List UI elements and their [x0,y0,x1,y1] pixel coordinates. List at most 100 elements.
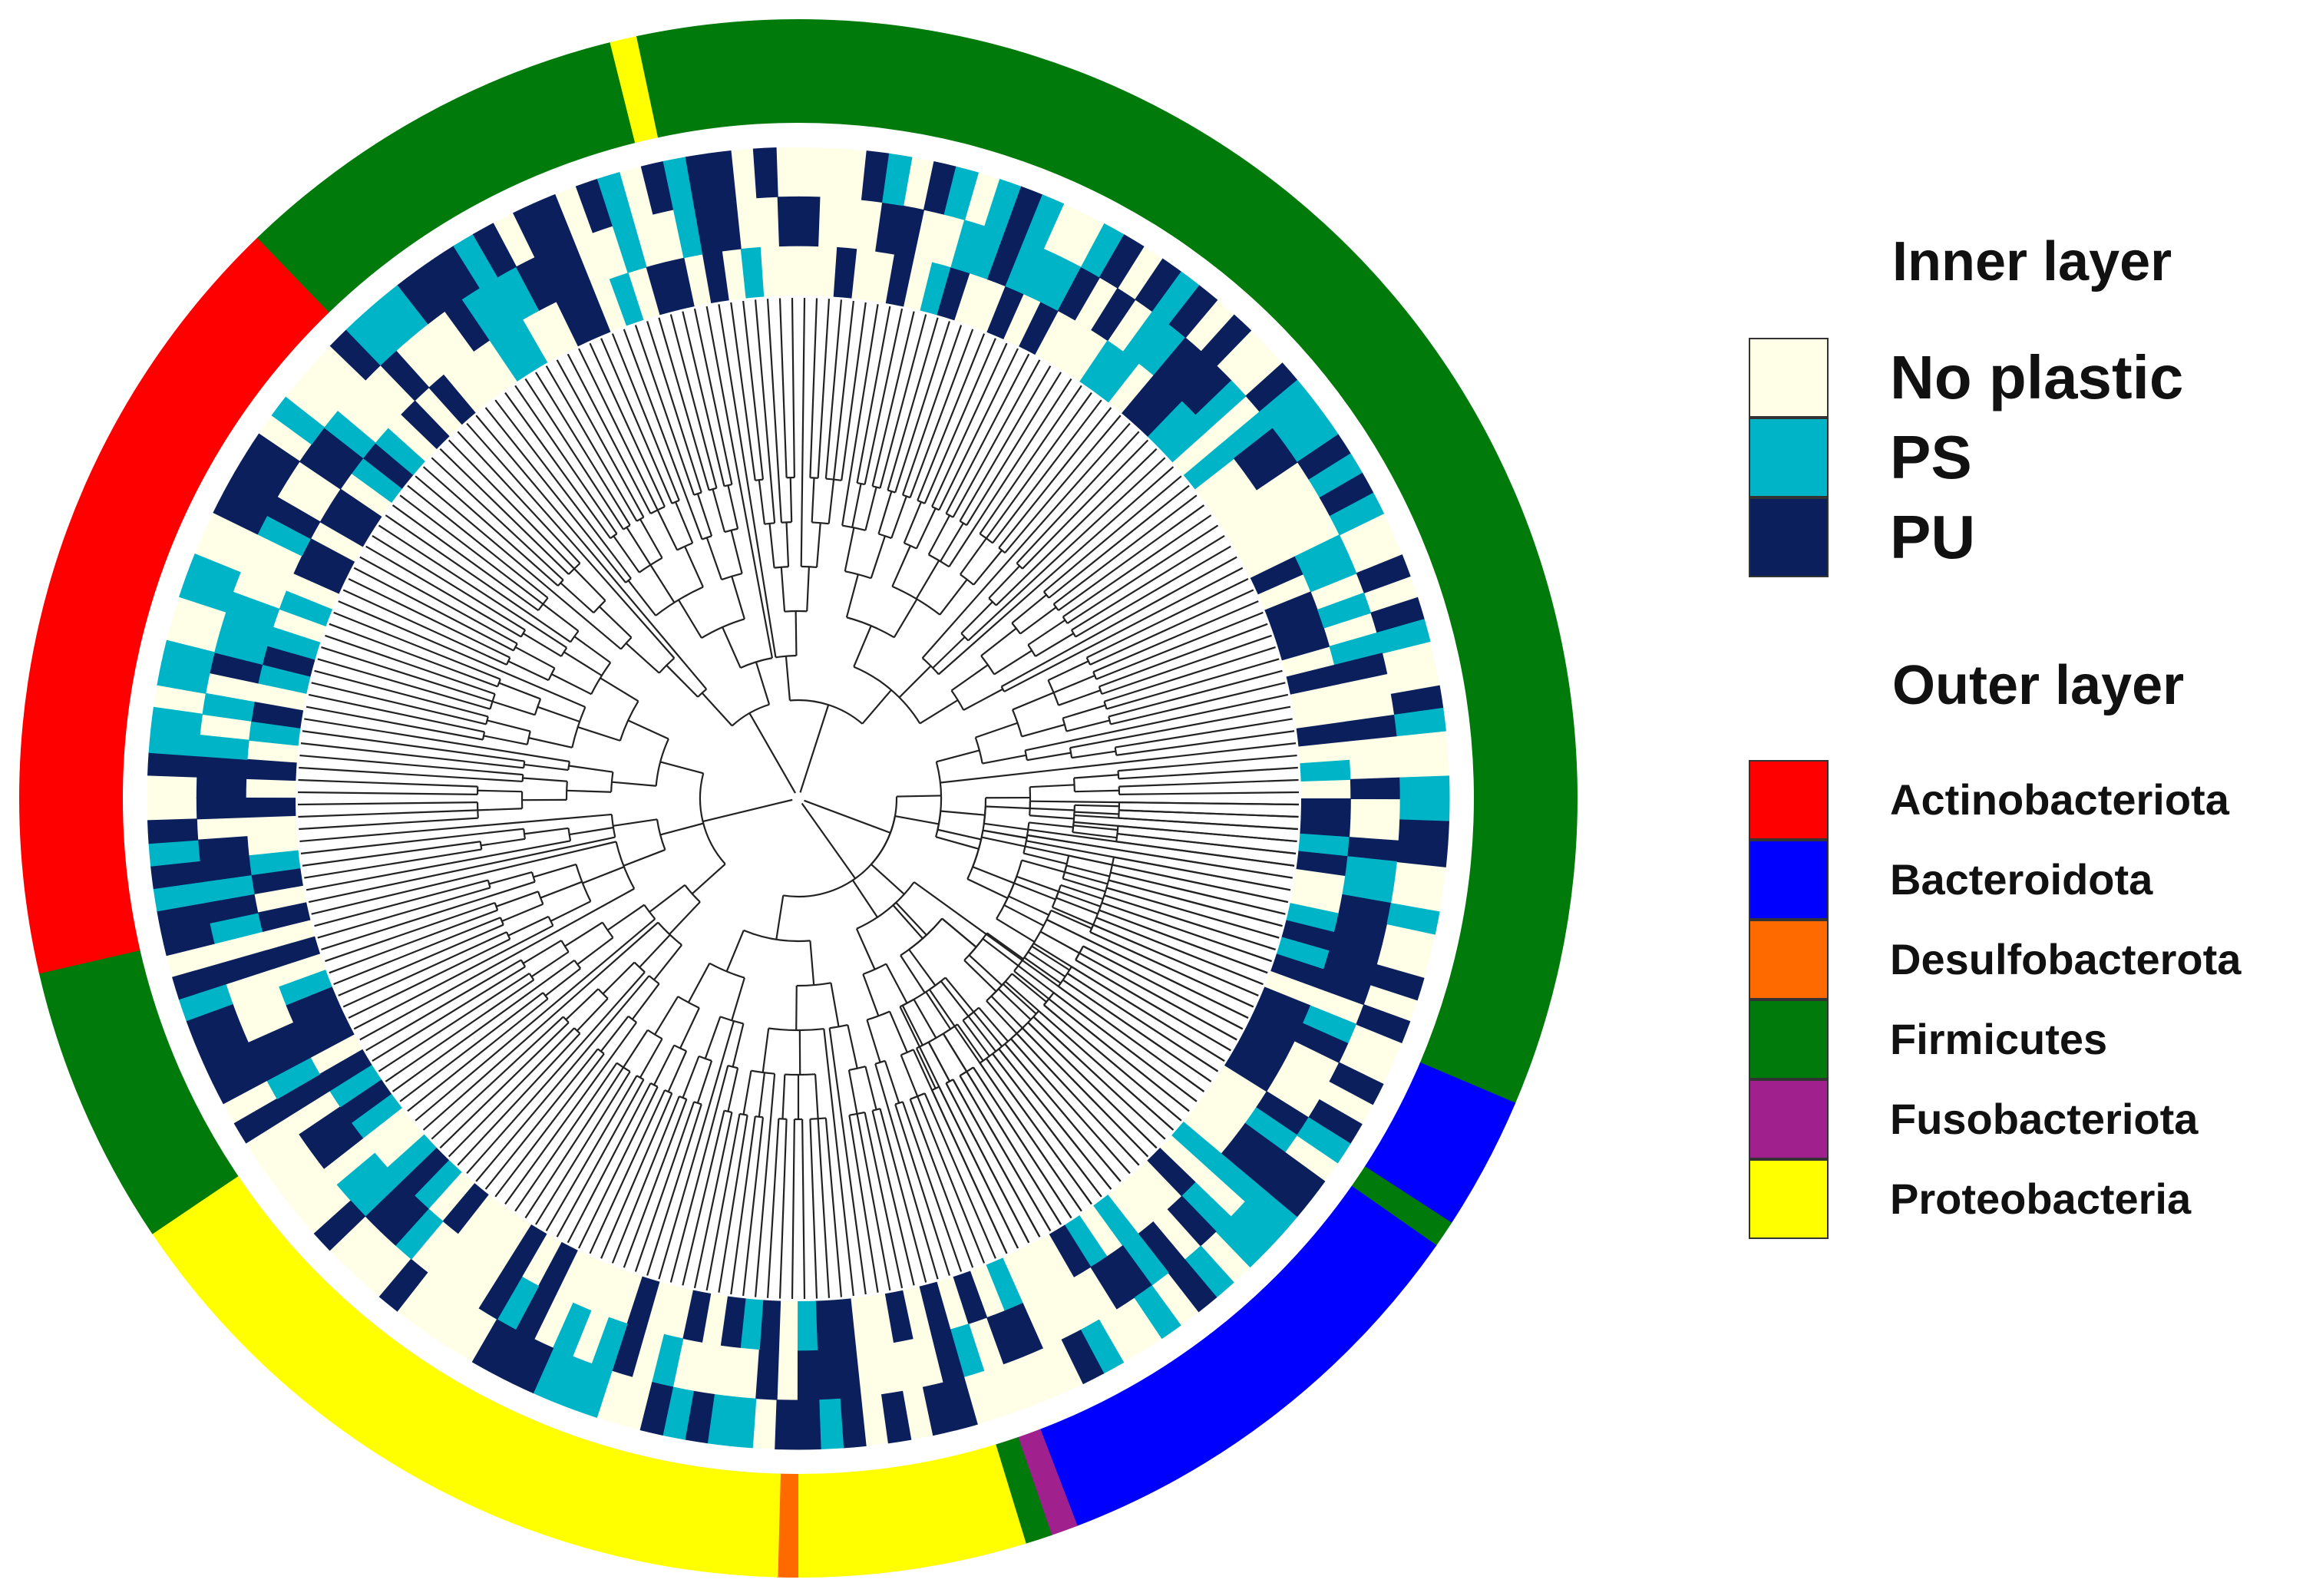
tree-leaf-branch [504,392,612,539]
tree-leaf-branch [333,611,501,680]
tree-leaf-branch [1032,942,1225,1062]
tree-branch [891,585,941,616]
tree-leaf-branch [1112,864,1289,904]
tree-branch [775,895,785,940]
tree-branch [1095,910,1100,918]
tree-leaf-branch [342,589,507,666]
tree-branch [550,900,591,922]
tree-branch [590,662,612,695]
tree-leaf-branch [545,365,638,522]
tree-branch [526,731,531,745]
tree-branch [1073,824,1118,831]
tree-branch [1013,970,1050,1000]
tree-leaf-branch [992,1052,1102,1198]
tree-branch [666,664,699,698]
plastic-cell [1138,324,1186,376]
plastic-cell [1323,950,1377,986]
tree-branch [679,1007,700,1049]
tree-leaf-branch [306,840,571,891]
plastic-cell [249,720,301,746]
tree-branch [935,836,980,850]
tree-leaf-branch [311,841,616,915]
tree-branch [925,991,952,1030]
plastic-cell [1233,1034,1287,1076]
tree-branch [1060,884,1104,900]
plastic-cell [1300,798,1351,819]
tree-branch [557,579,564,587]
tree-branch [1073,805,1075,816]
tree-branch [928,553,950,568]
plastic-cell [379,284,429,338]
phylum-segment-proteobacteria [610,35,660,144]
tree-branch [547,667,556,681]
tree-branch [785,1073,816,1076]
tree-leaf-branch [682,311,725,487]
tree-branch [795,985,798,1031]
tree-branch [894,815,940,825]
tree-branch [724,1109,732,1114]
plastic-cell [299,444,352,490]
tree-leaf-branch [385,514,571,643]
plastic-cell [922,1382,956,1436]
plastic-cell [514,1285,557,1340]
plastic-cell [1329,492,1385,536]
tree-leaf-branch [300,742,524,769]
tree-branch [1047,679,1059,706]
plastic-cell [397,270,446,325]
legend-swatch-proteobacteria [1749,1159,1829,1239]
tree-branch [573,636,611,663]
tree-branch [528,737,573,748]
plastic-cell [378,1258,428,1312]
phylum-segment-firmicutes [798,19,1578,1105]
plastic-cell [662,157,695,210]
plastic-cell [1122,1233,1169,1287]
tree-leaf-branch [317,887,491,939]
tree-branch [678,599,702,639]
tree-branch [667,1050,688,1092]
tree-branch [908,949,937,986]
tree-leaf-branch [306,705,484,741]
tree-leaf-branch [1058,504,1205,612]
tree-branch [709,487,717,491]
tree-branch [533,863,577,878]
tree-leaf-branch [1108,879,1283,927]
tree-branch [973,1011,1003,1047]
tree-branch [673,1044,687,1052]
tree-leaf-branch [917,1095,986,1264]
tree-leaf-branch [1016,1033,1140,1166]
plastic-cell [319,504,373,547]
tree-leaf-branch [823,1029,854,1297]
tree-branch [764,522,775,525]
tree-leaf-branch [791,298,795,478]
plastic-cell [262,645,316,677]
tree-branch [986,932,1024,960]
tree-branch [573,568,606,602]
tree-branch [1058,891,1101,907]
tree-leaf-branch [1066,524,1219,624]
tree-branch [1016,875,1059,893]
tree-branch [522,633,562,657]
tree-leaf-branch [634,1101,695,1272]
tree-leaf-branch [940,742,1297,784]
tree-leaf-branch [422,921,659,1131]
plastic-cell [401,400,450,449]
plastic-cell [950,1323,985,1378]
plastic-cell [894,205,925,259]
plastic-cell [1270,953,1324,989]
plastic-cell [186,553,241,593]
tree-branch [1029,815,1075,820]
plastic-cell [1064,1215,1108,1267]
plastic-cell [532,1347,573,1403]
tree-leaf-branch [338,600,586,709]
plastic-cell [197,836,249,861]
tree-leaf-branch [422,466,559,587]
tree-branch [895,901,927,936]
plastic-cell [672,205,704,259]
tree-leaf-branch [298,809,478,818]
phylum-segment-actinobacteriota [18,236,331,974]
plastic-cell [246,433,300,480]
tree-leaf-branch [1001,556,1237,688]
plastic-cell [362,442,414,489]
tree-branch [623,848,666,867]
tree-branch [599,606,633,639]
